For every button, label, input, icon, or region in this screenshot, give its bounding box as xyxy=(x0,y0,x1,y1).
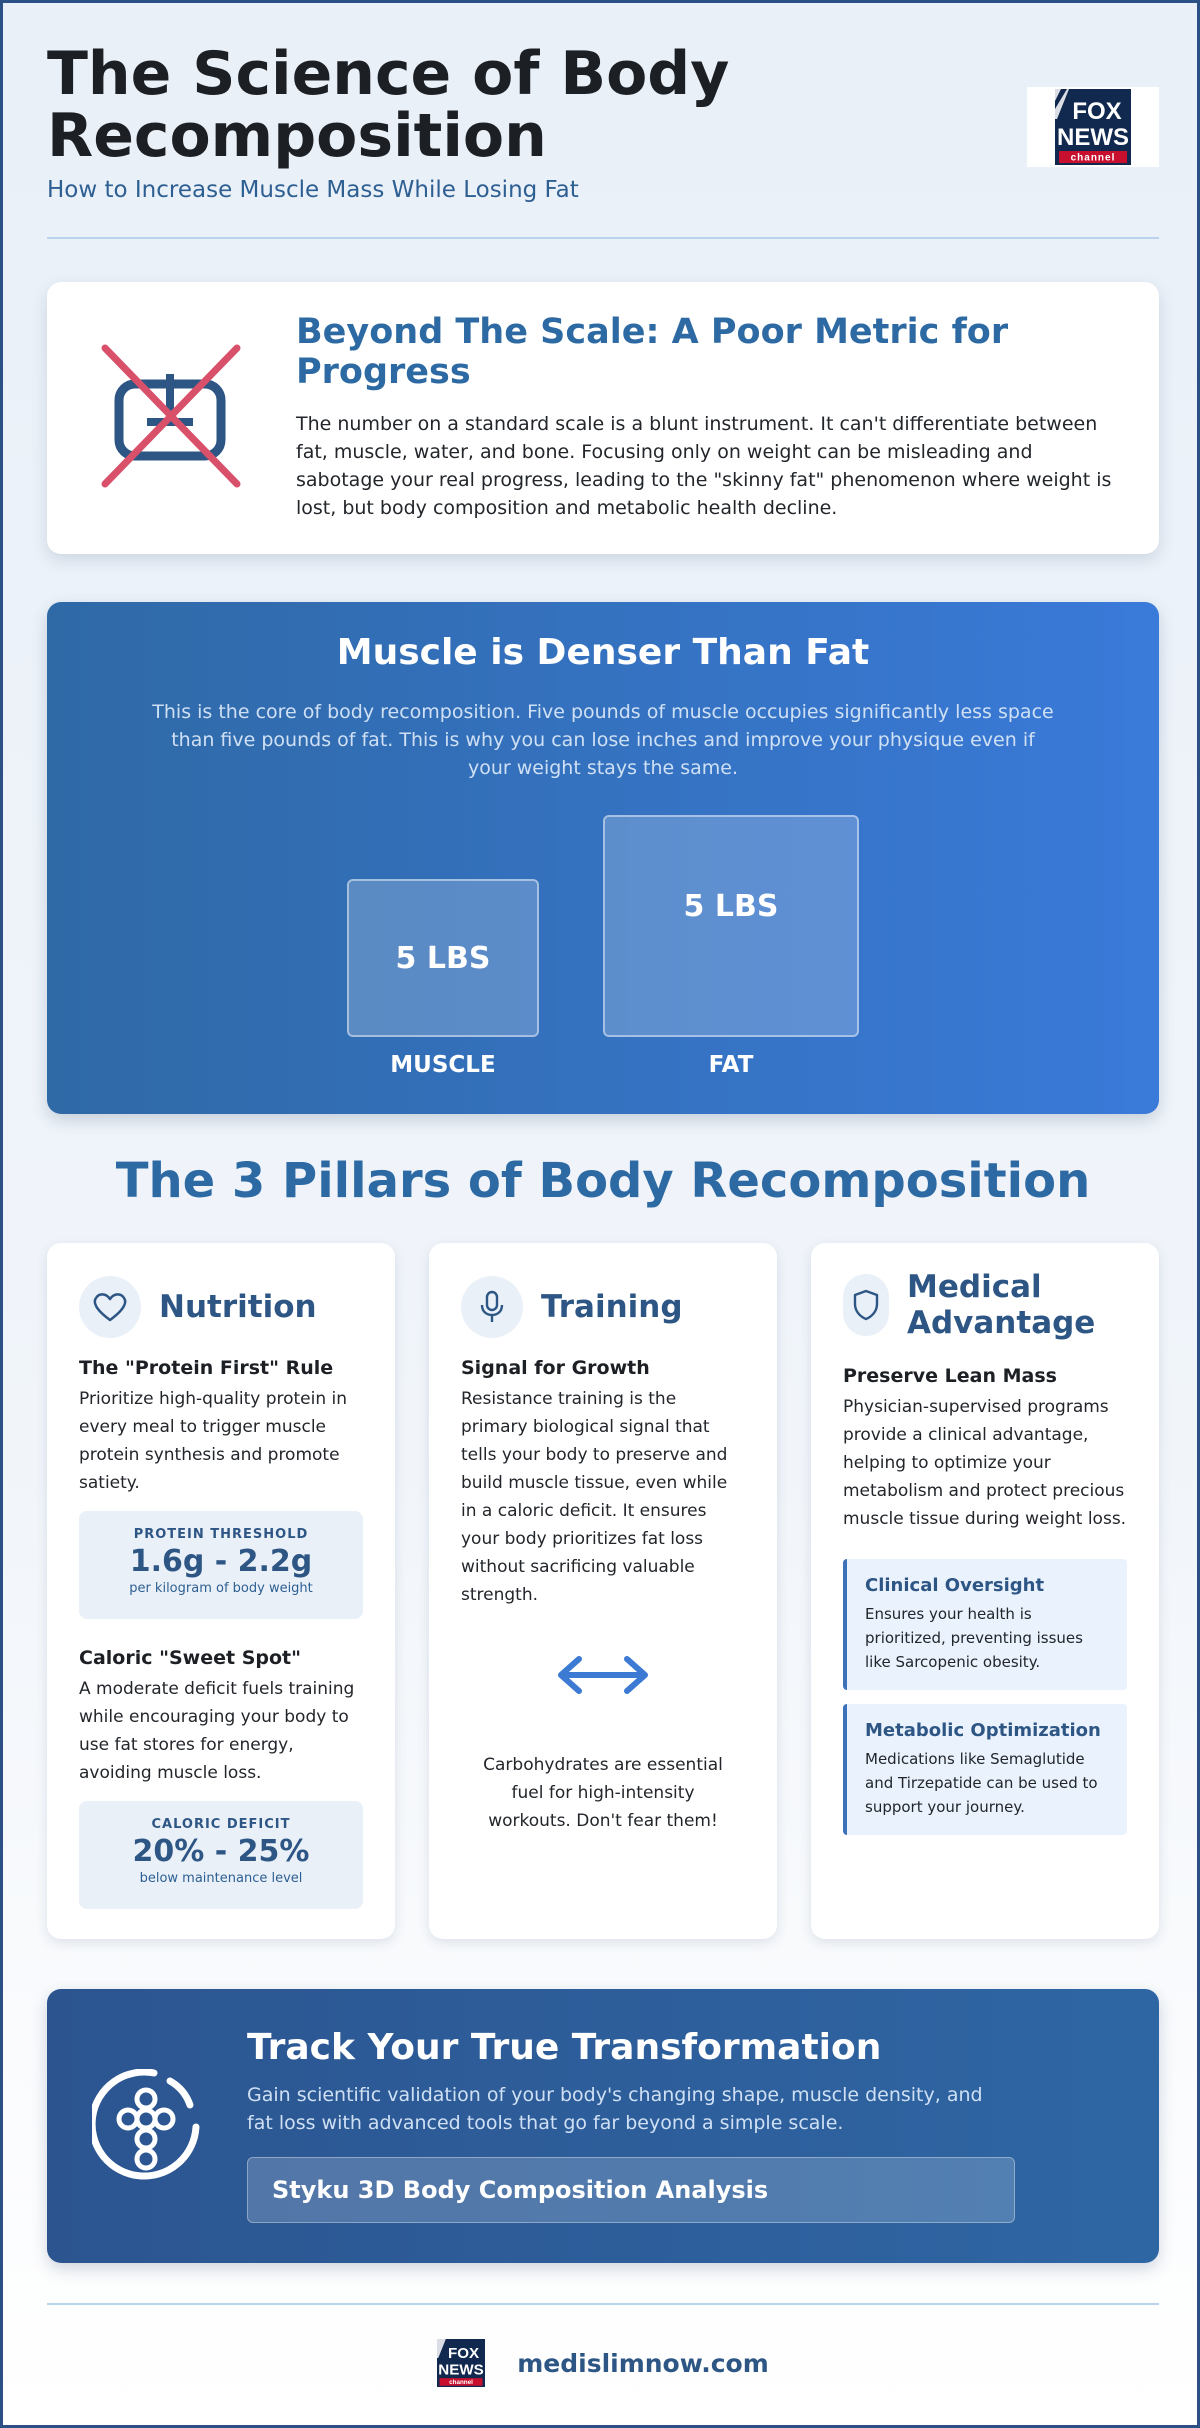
fox-news-logo-icon: FOX NEWS channel xyxy=(1055,89,1131,165)
logo-channel-text: channel xyxy=(1071,153,1116,164)
muscle-weight: 5 LBS xyxy=(395,940,491,976)
footer-logo-news-text: NEWS xyxy=(439,2361,484,2378)
footer-logo-fox-text: FOX xyxy=(448,2345,479,2362)
double-arrow-icon xyxy=(558,1656,648,1694)
caloric-sweet-spot-text: A moderate deficit fuels training while … xyxy=(79,1679,355,1783)
fat-weight: 5 LBS xyxy=(683,888,779,924)
scale-card-title: Beyond The Scale: A Poor Metric for Prog… xyxy=(296,312,1009,392)
protein-rule-text: Prioritize high-quality protein in every… xyxy=(79,1389,348,1493)
pillar-medical-name: Medical Advantage xyxy=(907,1269,1096,1341)
muscle-label: MUSCLE xyxy=(390,1052,496,1078)
density-card: Muscle is Denser Than Fat This is the co… xyxy=(47,602,1159,1114)
page-subtitle: How to Increase Muscle Mass While Losing… xyxy=(47,177,579,203)
track-body: Gain scientific validation of your body'… xyxy=(247,2084,983,2134)
pillars-title: The 3 Pillars of Body Recomposition xyxy=(115,1153,1091,1209)
footer-website-link[interactable]: medislimnow.com xyxy=(517,2348,769,2378)
metabolic-optimization-text: Medications like Semaglutide and Tirzepa… xyxy=(865,1750,1098,1816)
caloric-deficit-stat: CALORIC DEFICIT 20% - 25% below maintena… xyxy=(79,1801,363,1909)
muscle-volume-box: 5 LBS xyxy=(347,879,539,1037)
protein-threshold-sub: per kilogram of body weight xyxy=(129,1581,313,1596)
density-body: This is the core of body recomposition. … xyxy=(152,701,1054,779)
scale-card-body: The number on a standard scale is a blun… xyxy=(296,413,1112,519)
metabolic-optimization-title: Metabolic Optimization xyxy=(865,1720,1101,1741)
caloric-deficit-label: CALORIC DEFICIT xyxy=(151,1817,291,1832)
signal-growth-text: Resistance training is the primary biolo… xyxy=(461,1389,728,1605)
track-title: Track Your True Transformation xyxy=(247,2027,882,2068)
protein-threshold-stat: PROTEIN THRESHOLD 1.6g - 2.2g per kilogr… xyxy=(79,1511,363,1619)
header-divider xyxy=(47,237,1159,239)
footer-logo-channel-text: channel xyxy=(449,2379,473,2386)
signal-growth-title: Signal for Growth xyxy=(461,1357,650,1379)
footer-fox-news-logo-icon: FOX NEWS channel xyxy=(437,2339,486,2387)
metabolic-optimization-callout: Metabolic Optimization Medications like … xyxy=(843,1704,1127,1835)
clinical-oversight-callout: Clinical Oversight Ensures your health i… xyxy=(843,1559,1127,1690)
page-title: The Science of Body Recomposition xyxy=(47,39,730,171)
shield-icon xyxy=(843,1274,889,1336)
clinical-oversight-text: Ensures your health is prioritized, prev… xyxy=(865,1605,1083,1671)
protein-threshold-label: PROTEIN THRESHOLD xyxy=(133,1527,309,1542)
protein-threshold-value: 1.6g - 2.2g xyxy=(129,1544,313,1579)
clinical-oversight-title: Clinical Oversight xyxy=(865,1575,1045,1596)
footer: FOX NEWS channel medislimnow.com xyxy=(3,2333,1200,2393)
pillar-training: Training Signal for Growth Resistance tr… xyxy=(429,1243,777,1939)
body-scan-icon xyxy=(92,2069,200,2180)
pillar-medical: Medical Advantage Preserve Lean Mass Phy… xyxy=(811,1243,1159,1939)
fat-volume-box: 5 LBS xyxy=(603,815,859,1037)
density-title: Muscle is Denser Than Fat xyxy=(336,632,870,673)
scale-card: Beyond The Scale: A Poor Metric for Prog… xyxy=(47,282,1159,554)
track-transformation-card: Track Your True Transformation Gain scie… xyxy=(47,1989,1159,2263)
pillar-nutrition: Nutrition The "Protein First" Rule Prior… xyxy=(47,1243,395,1939)
page-header: The Science of Body Recomposition How to… xyxy=(47,43,1159,203)
microphone-icon xyxy=(461,1276,523,1338)
heart-icon xyxy=(79,1276,141,1338)
logo-news-text: NEWS xyxy=(1057,124,1129,151)
footer-divider xyxy=(47,2303,1159,2305)
pillar-nutrition-name: Nutrition xyxy=(159,1289,317,1325)
caloric-deficit-sub: below maintenance level xyxy=(139,1871,303,1886)
caloric-sweet-spot-title: Caloric "Sweet Spot" xyxy=(79,1647,302,1669)
logo-fox-text: FOX xyxy=(1072,98,1121,125)
caloric-deficit-value: 20% - 25% xyxy=(132,1834,310,1869)
preserve-lean-mass-text: Physician-supervised programs provide a … xyxy=(843,1397,1127,1529)
preserve-lean-mass-title: Preserve Lean Mass xyxy=(843,1365,1057,1387)
crossed-out-scale-icon xyxy=(101,344,241,488)
styku-analysis-button[interactable]: Styku 3D Body Composition Analysis xyxy=(247,2157,1015,2223)
carb-note: Carbohydrates are essential fuel for hig… xyxy=(483,1755,723,1831)
fox-news-logo: FOX NEWS channel xyxy=(1027,87,1159,167)
fat-label: FAT xyxy=(708,1052,754,1078)
protein-rule-title: The "Protein First" Rule xyxy=(79,1357,334,1379)
pillar-training-name: Training xyxy=(541,1289,683,1325)
